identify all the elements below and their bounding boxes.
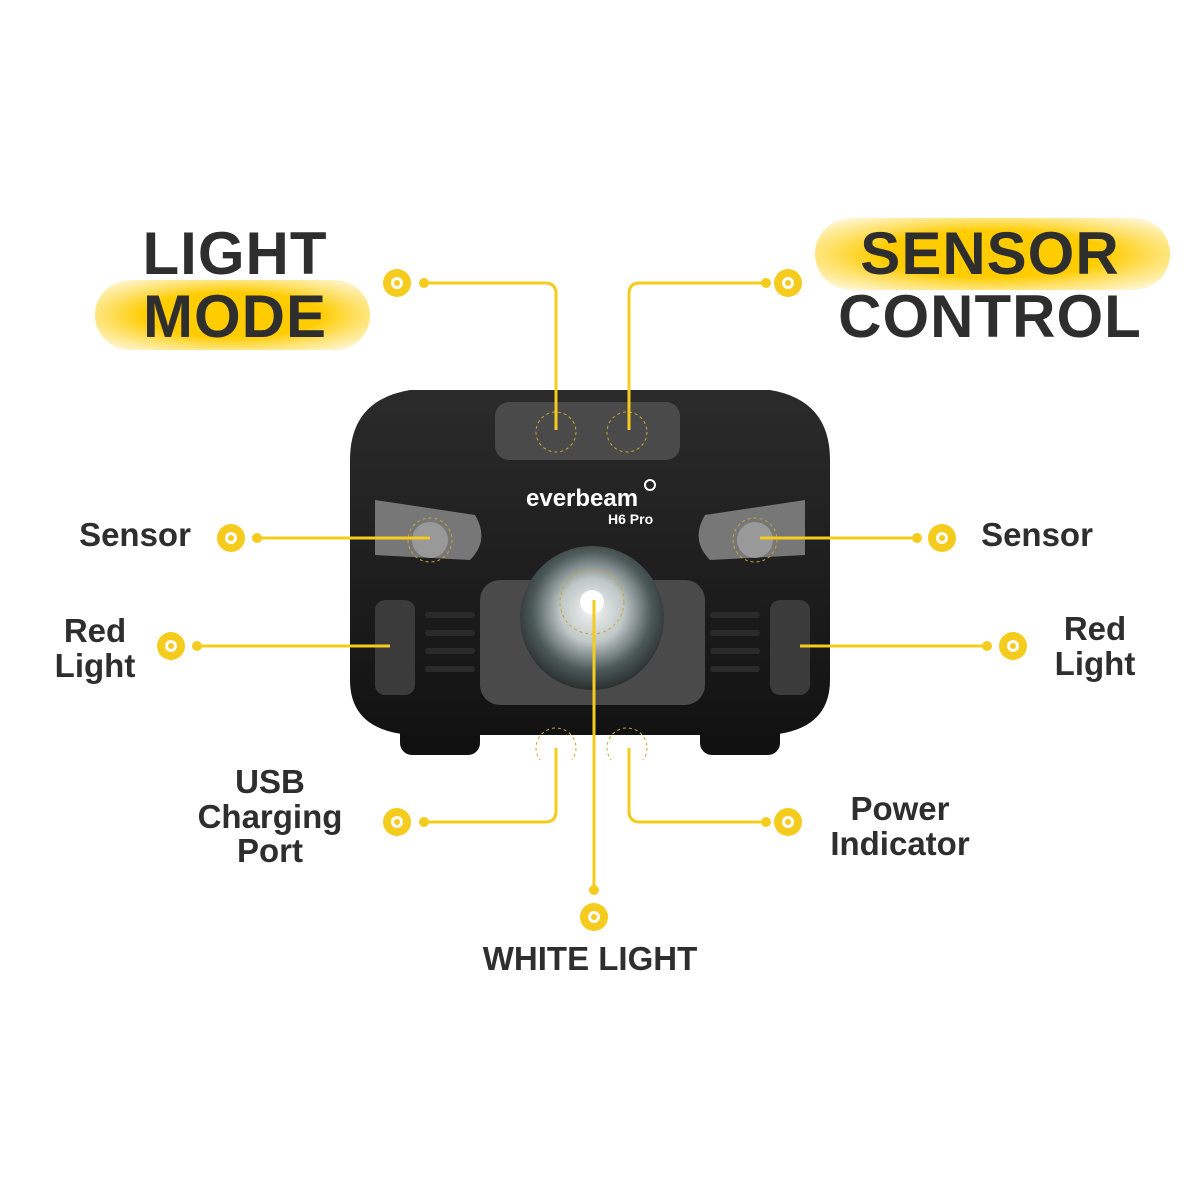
light-mode-heading: LIGHT MODE bbox=[120, 222, 350, 348]
svg-text:H6 Pro: H6 Pro bbox=[608, 511, 653, 527]
sensor-right-label: Sensor bbox=[981, 516, 1093, 553]
usb-line3: Port bbox=[237, 832, 303, 870]
power-line1: Power bbox=[850, 790, 950, 827]
usb-line1: USB bbox=[235, 763, 305, 800]
power-line2: Indicator bbox=[830, 824, 970, 862]
red-light-left-label: Red Light bbox=[40, 612, 150, 684]
light-mode-highlight bbox=[95, 280, 370, 350]
red-light-right-label: Red Light bbox=[1040, 610, 1150, 682]
light-mode-line1: LIGHT bbox=[142, 220, 328, 287]
red-light-left-line1: Red bbox=[63, 612, 127, 649]
red-light-left-line2: Light bbox=[54, 646, 136, 684]
white-light-label: WHITE LIGHT bbox=[482, 940, 698, 977]
sensor-left-label: Sensor bbox=[79, 516, 191, 553]
power-indicator-label: Power Indicator bbox=[810, 790, 990, 862]
sensor-control-line1: SENSOR bbox=[860, 220, 1120, 287]
usb-line2: Charging bbox=[197, 797, 343, 835]
light-mode-line2: MODE bbox=[143, 283, 327, 350]
brand-logo: everbeam bbox=[526, 485, 638, 512]
sensor-control-line2: CONTROL bbox=[838, 283, 1142, 350]
headlamp-device: everbeam H6 Pro bbox=[330, 380, 850, 769]
red-light-right-line1: Red bbox=[1063, 610, 1127, 647]
sensor-control-highlight bbox=[815, 218, 1170, 290]
usb-charging-port-label: USB Charging Port bbox=[175, 763, 365, 870]
sensor-control-heading: SENSOR CONTROL bbox=[820, 222, 1160, 348]
red-light-right-line2: Light bbox=[1054, 644, 1136, 682]
